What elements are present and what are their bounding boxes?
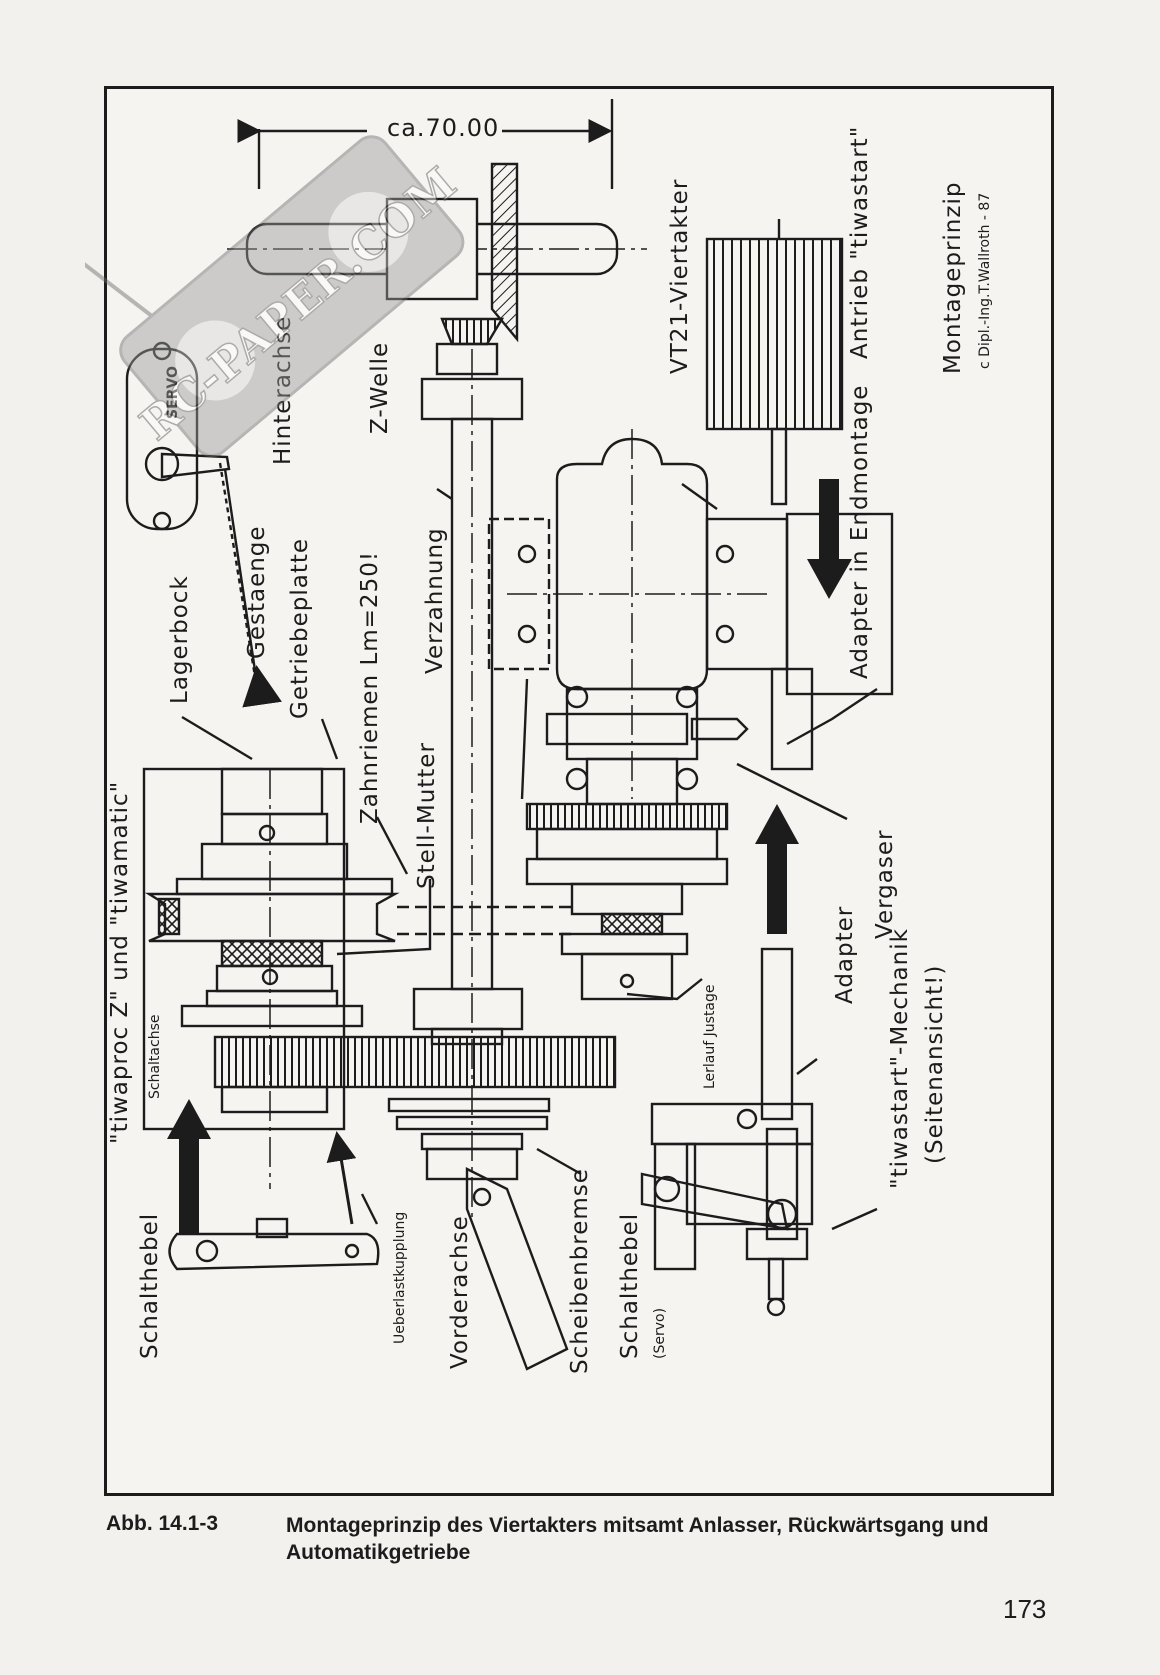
label-antrieb: Antrieb "tiwastart" bbox=[847, 125, 873, 359]
label-servo-paren: (Servo) bbox=[652, 1307, 668, 1359]
label-adapter: Adapter bbox=[832, 905, 858, 1004]
label-tiwastart-mechanik: "tiwastart"-Mechanik bbox=[887, 928, 913, 1189]
starter-motor bbox=[705, 237, 844, 431]
label-vorderachse: Vorderachse bbox=[447, 1215, 473, 1369]
label-schalthebel: Schalthebel bbox=[137, 1212, 163, 1359]
label-leerlauf: Lerlauf Justage bbox=[702, 984, 718, 1089]
watermark-logo: RC-PAPER.COM bbox=[85, 135, 467, 458]
figure-caption: Montageprinzip des Viertakters mitsamt A… bbox=[286, 1514, 989, 1564]
tiwastart-frame bbox=[650, 1102, 814, 1146]
shift-lever bbox=[168, 1232, 380, 1271]
gear-ring bbox=[525, 802, 729, 831]
label-schaltachse: Schaltachse bbox=[147, 1014, 163, 1099]
label-vt21: VT21-Viertakter bbox=[667, 178, 693, 374]
main-gear bbox=[213, 1035, 617, 1089]
label-montageprinzip: Montageprinzip bbox=[940, 181, 966, 374]
page-number: 173 bbox=[1003, 1594, 1047, 1624]
label-zahnriemen: Zahnriemen Lm=250! bbox=[357, 550, 383, 824]
label-vergaser: Vergaser bbox=[872, 829, 898, 939]
mechanical-drawing bbox=[125, 99, 894, 1371]
dimension-label: ca.70.00 bbox=[387, 114, 500, 142]
label-copyright: c Dipl.-Ing.T.Wallroth - 87 bbox=[977, 192, 993, 369]
label-adapter-endmontage: Adapter in Endmontage bbox=[847, 384, 873, 679]
label-tiwaproc: "tiwaproc Z" und "tiwamatic" bbox=[107, 780, 133, 1144]
label-stell-mutter: Stell-Mutter bbox=[414, 742, 440, 889]
label-schalthebel-servo: Schalthebel bbox=[617, 1212, 643, 1359]
label-gestaenge: Gestaenge bbox=[244, 525, 270, 659]
label-scheibenbremse: Scheibenbremse bbox=[567, 1168, 593, 1374]
figure-number: Abb. 14.1-3 bbox=[106, 1512, 219, 1535]
label-verzahnung: Verzahnung bbox=[422, 527, 448, 674]
diagram-frame: ca.70.00 Hinterachse Z-Welle VT21-Vierta… bbox=[104, 86, 1054, 1496]
label-lagerbock: Lagerbock bbox=[167, 575, 193, 704]
label-getriebeplatte: Getriebeplatte bbox=[287, 537, 313, 719]
label-seitenansicht: (Seitenansicht!) bbox=[922, 964, 948, 1164]
front-axle bbox=[465, 1167, 569, 1371]
label-ueberlast: Ueberlastkupplung bbox=[392, 1211, 408, 1344]
